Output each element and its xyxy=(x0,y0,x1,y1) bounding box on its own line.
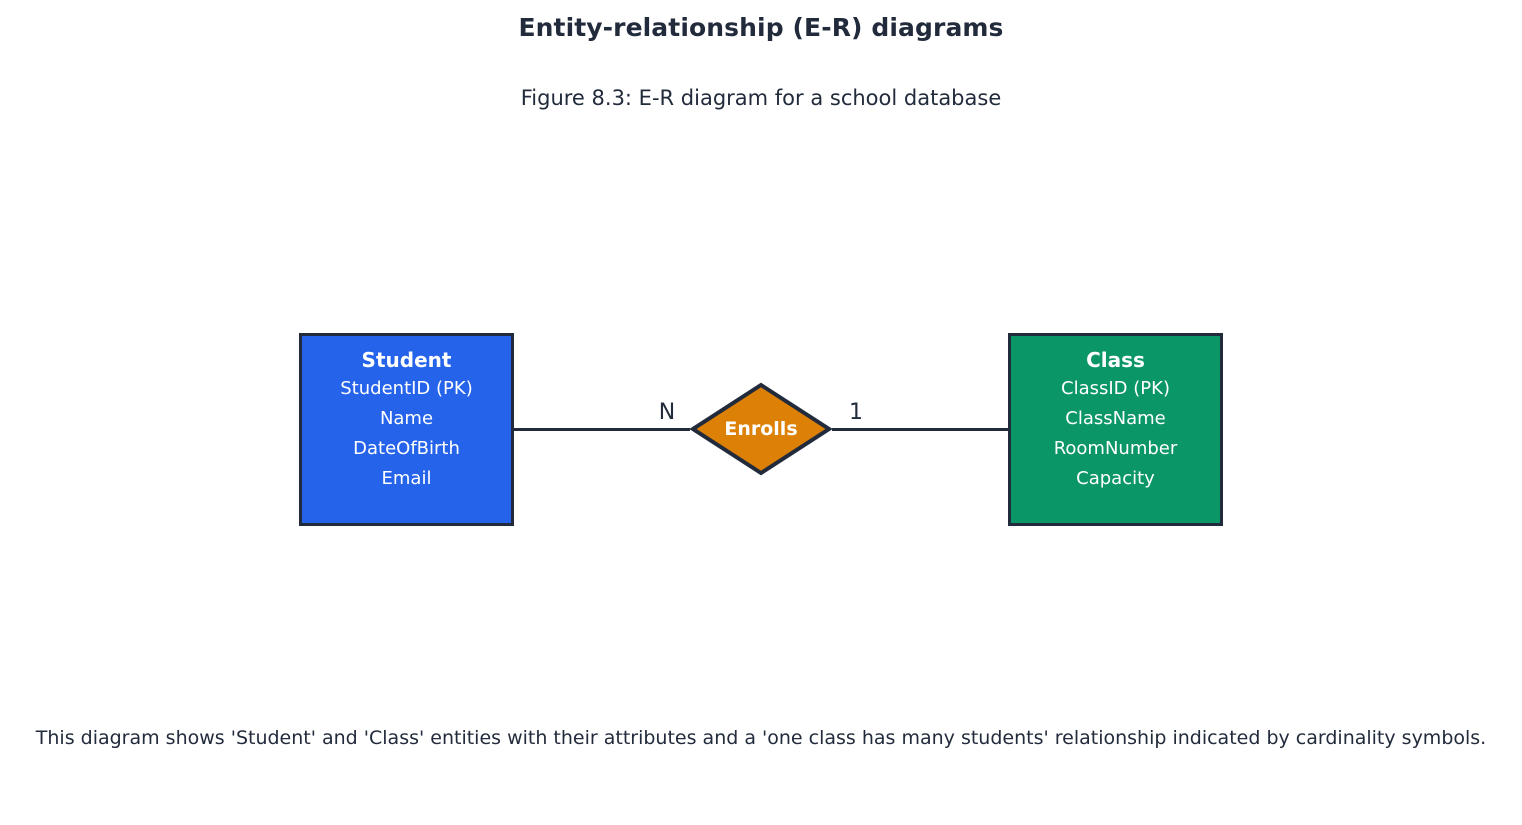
entity-class-attribute: RoomNumber xyxy=(1053,438,1178,459)
entity-student[interactable]: Student StudentID (PK) Name DateOfBirth … xyxy=(299,333,514,526)
entity-student-attribute: StudentID (PK) xyxy=(340,378,473,399)
page-title: Entity-relationship (E-R) diagrams xyxy=(518,13,1004,42)
relationship-enrolls[interactable]: Enrolls xyxy=(690,382,832,476)
entity-class-attribute: ClassID (PK) xyxy=(1061,378,1170,399)
entity-class-attribute: ClassName xyxy=(1065,408,1166,429)
entity-student-title: Student xyxy=(361,348,452,372)
entity-class-attribute: Capacity xyxy=(1076,468,1155,489)
cardinality-label-class-side: 1 xyxy=(849,400,863,425)
entity-student-attribute: DateOfBirth xyxy=(353,438,460,459)
diagram-caption: This diagram shows 'Student' and 'Class'… xyxy=(35,727,1487,749)
entity-student-attribute: Email xyxy=(381,468,432,489)
figure-subtitle: Figure 8.3: E-R diagram for a school dat… xyxy=(520,86,1002,110)
diamond-shape-icon xyxy=(690,382,832,476)
entity-student-attribute: Name xyxy=(379,408,434,429)
entity-class-title: Class xyxy=(1086,348,1145,372)
connector-student-to-enrolls xyxy=(514,428,690,431)
entity-class[interactable]: Class ClassID (PK) ClassName RoomNumber … xyxy=(1008,333,1223,526)
connector-enrolls-to-class xyxy=(832,428,1008,431)
cardinality-label-student-side: N xyxy=(658,400,676,425)
